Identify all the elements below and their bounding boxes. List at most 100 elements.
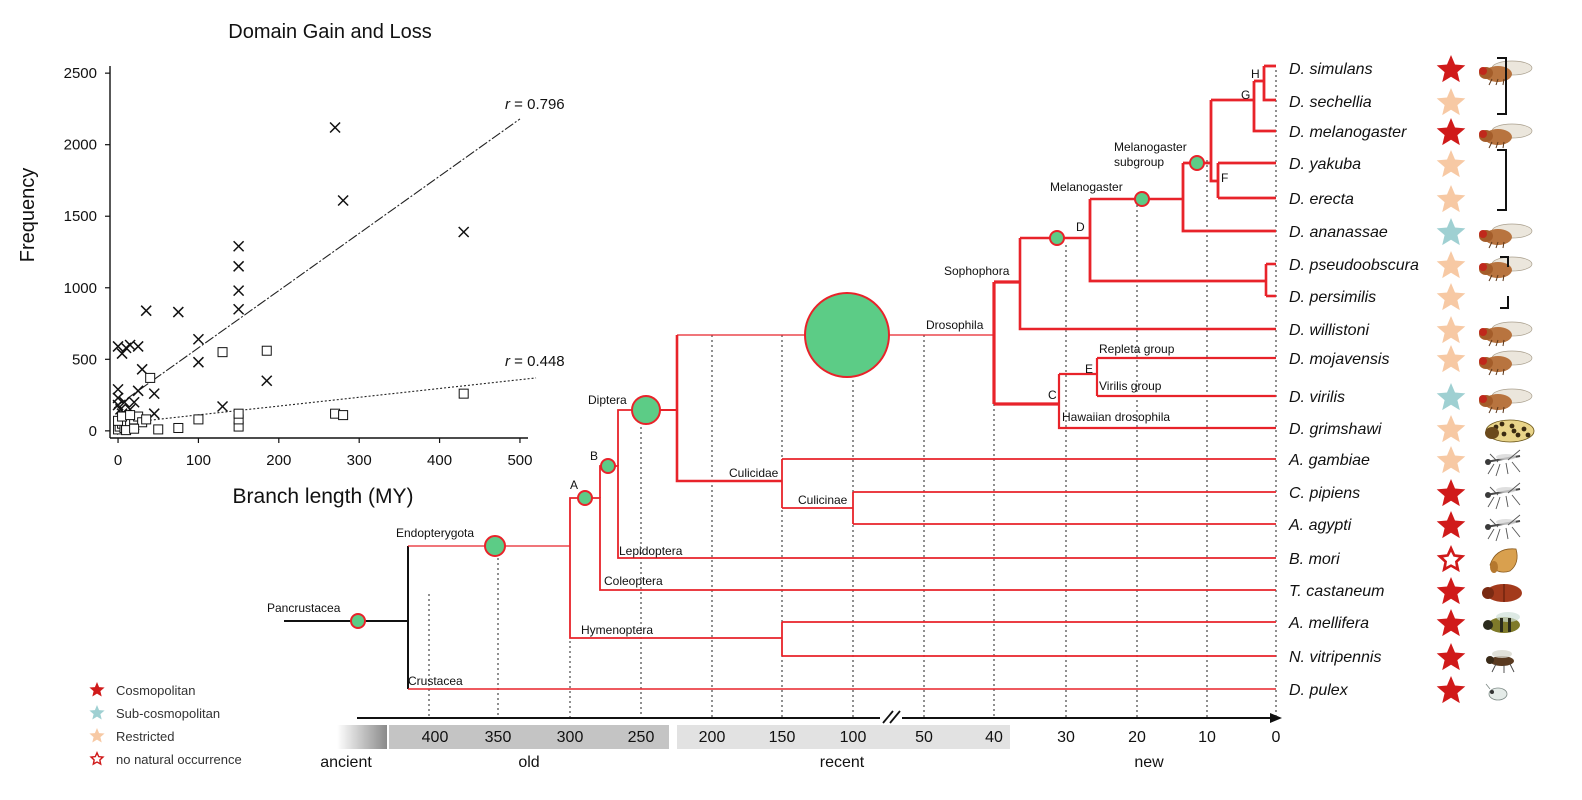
fly-image — [1479, 256, 1533, 282]
y-tick-label: 2500 — [64, 65, 97, 82]
node-letter-a: A — [570, 478, 578, 492]
branch-ananassae — [1181, 163, 1276, 233]
timeline-tick-150: 150 — [769, 729, 796, 746]
moth-image — [1489, 548, 1518, 573]
species-name: D. persimilis — [1289, 289, 1376, 306]
x-tick-label: 500 — [507, 452, 532, 469]
clade-culicidae: Culicidae — [729, 466, 779, 480]
scatter-point-cross — [233, 303, 245, 315]
clade-labels: Pancrustacea Endopterygota Crustacea Hym… — [267, 140, 1187, 688]
bracket-yakuba-group — [1497, 149, 1507, 211]
node-letter-h: H — [1251, 67, 1260, 81]
timeline-tick-250: 250 — [628, 729, 655, 746]
species-row: A. agypti — [1288, 511, 1521, 542]
y-tick-label: 1000 — [64, 280, 97, 297]
scatter-point-cross — [112, 383, 124, 395]
scatter-point-cross — [337, 194, 349, 207]
y-tick-label: 500 — [72, 351, 97, 368]
scatter-point-cross — [172, 306, 184, 318]
scatter-point-cross — [458, 226, 470, 238]
scatter-point-cross — [233, 285, 245, 297]
scatter-point-square — [458, 388, 469, 399]
scatter-regression-lines — [113, 118, 537, 425]
species-name: D. melanogaster — [1289, 124, 1407, 141]
scatter-point-cross — [192, 356, 204, 368]
status-star-icon — [1436, 545, 1466, 573]
daphnia-image — [1485, 683, 1508, 701]
legend-label: no natural occurrence — [116, 752, 242, 767]
scatter-point-cross — [233, 260, 245, 272]
clade-diptera: Diptera — [588, 393, 627, 407]
node-melanogaster-subgroup — [1189, 155, 1205, 171]
clade-repleta: Repleta group — [1099, 342, 1175, 356]
mosquito-image — [1485, 514, 1521, 542]
scatter-point-cross — [217, 400, 229, 413]
scatter-ylabel: Frequency — [17, 168, 39, 263]
timeline-new-label: new — [1134, 754, 1164, 771]
node-endopterygota — [484, 535, 506, 557]
species-name: D. pulex — [1289, 682, 1349, 699]
scatter-point-square — [173, 422, 184, 433]
y-tick-label: 1500 — [64, 208, 97, 225]
species-name: D. virilis — [1289, 389, 1345, 406]
status-star-icon — [1436, 218, 1466, 246]
x-tick-label: 400 — [427, 452, 452, 469]
species-row: C. pipiens — [1289, 479, 1521, 510]
status-star-icon — [1436, 150, 1466, 178]
species-name: D. sechellia — [1289, 94, 1372, 111]
scatter-points — [112, 121, 470, 436]
timeline-old-label: old — [518, 754, 539, 771]
status-star-icon — [1436, 345, 1466, 373]
scatter-point-cross — [329, 121, 341, 134]
timeline-recent-band — [677, 725, 1010, 749]
clade-coleoptera: Coleoptera — [604, 574, 663, 588]
species-row: A. mellifera — [1288, 609, 1520, 637]
bracket-simulans-group — [1497, 57, 1507, 115]
timeline-tick-100: 100 — [840, 729, 867, 746]
timeline-tick-200: 200 — [699, 729, 726, 746]
legend-label: Sub-cosmopolitan — [116, 706, 220, 721]
x-tick-label: 100 — [186, 452, 211, 469]
node-letters: A B C D E F G H — [570, 67, 1260, 492]
regression-line-gain — [113, 118, 521, 409]
status-star-icon — [1436, 316, 1466, 344]
tree-nodes — [350, 155, 1205, 629]
node-drosophila — [804, 292, 890, 378]
status-star-icon — [1436, 479, 1466, 507]
node-letter-f: F — [1221, 171, 1228, 185]
species-row: D. persimilis — [1289, 283, 1466, 311]
species-row: N. vitripennis — [1289, 643, 1515, 673]
phylogenetic-tree — [284, 64, 1276, 690]
species-row: D. sechellia — [1289, 88, 1466, 116]
fly-image — [1479, 123, 1533, 149]
scatter-point-cross — [128, 396, 140, 408]
bee-image — [1483, 612, 1520, 633]
node-letter-d: D — [1076, 220, 1085, 234]
legend-star-icon — [89, 751, 105, 766]
scatter-point-cross — [148, 388, 160, 400]
legend: CosmopolitanSub-cosmopolitanRestrictedno… — [89, 682, 242, 767]
beetle-image — [1482, 584, 1522, 602]
node-pancrustacea — [350, 613, 366, 629]
species-name: D. yakuba — [1289, 156, 1361, 173]
clade-pancrustacea: Pancrustacea — [267, 601, 341, 615]
timeline-tick-0: 0 — [1272, 729, 1281, 746]
scatter-point-cross — [136, 363, 148, 375]
scatter-point-cross — [132, 340, 144, 352]
clade-lepidoptera: Lepidoptera — [619, 544, 683, 558]
species-name: D. ananassae — [1289, 224, 1388, 241]
legend-item: Restricted — [89, 728, 175, 744]
species-row: B. mori — [1289, 545, 1518, 573]
species-name: D. mojavensis — [1289, 351, 1389, 368]
scatter-point-square — [233, 408, 244, 419]
species-row: D. willistoni — [1289, 316, 1533, 347]
species-row: D. mojavensis — [1289, 345, 1533, 376]
legend-star-icon — [89, 705, 105, 720]
status-star-icon — [1436, 88, 1466, 116]
timeline-tick-10: 10 — [1198, 729, 1216, 746]
scatter-point-cross — [118, 396, 130, 408]
species-row: D. erecta — [1289, 185, 1466, 213]
spotted-fly-image — [1485, 419, 1535, 443]
scatter-point-square — [338, 410, 349, 421]
